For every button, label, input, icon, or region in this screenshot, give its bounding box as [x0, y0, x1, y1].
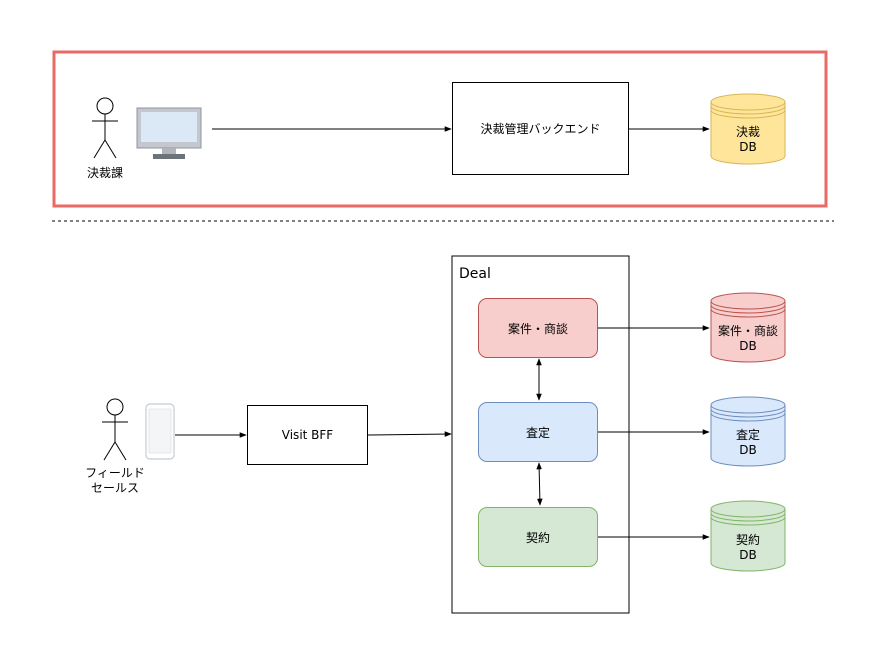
- service-label: 案件・商談: [507, 321, 568, 336]
- monitor-icon: [136, 107, 202, 159]
- db-cylinder-keiyaku: [710, 500, 786, 572]
- db-label-keiyaku: 契約 DB: [710, 533, 786, 563]
- db-cylinder-satei: [710, 396, 786, 467]
- backend-label: 決裁管理バックエンド: [480, 122, 601, 136]
- actor-label-kessai: 決裁課: [86, 166, 123, 180]
- db-cylinder-anken: [710, 292, 786, 363]
- db-label-line: DB: [739, 443, 757, 457]
- db-label-line: 査定: [735, 428, 760, 442]
- service-label: 契約: [525, 530, 550, 545]
- deal-title: Deal: [459, 266, 491, 282]
- visit-bff-node[interactable]: Visit BFF: [247, 405, 368, 465]
- deal-container: [451, 255, 630, 614]
- db-label-line: DB: [739, 339, 757, 353]
- service-keiyaku[interactable]: 契約: [478, 507, 598, 567]
- db-label-line: 決裁: [735, 125, 760, 139]
- service-label: 査定: [525, 425, 550, 440]
- db-label-line: 契約: [735, 533, 760, 547]
- db-label-line: 案件・商談: [717, 324, 778, 338]
- db-label-anken: 案件・商談 DB: [710, 324, 786, 354]
- phone-icon: [145, 403, 175, 460]
- visit-bff-label: Visit BFF: [281, 428, 334, 442]
- service-satei[interactable]: 査定: [478, 402, 598, 462]
- actor-label-field-sales: フィールド セールス: [75, 466, 155, 496]
- actor-label-line: セールス: [90, 481, 139, 495]
- actor-icon: [92, 97, 118, 159]
- actor-icon: [102, 398, 128, 461]
- actor-label-line: フィールド: [85, 466, 145, 480]
- db-label-kessai: 決裁 DB: [710, 125, 786, 155]
- highlight-frame: [52, 50, 828, 208]
- db-label-line: DB: [739, 548, 757, 562]
- db-label-satei: 査定 DB: [710, 428, 786, 458]
- edge-bff-deal: [367, 431, 452, 437]
- backend-node[interactable]: 決裁管理バックエンド: [452, 82, 629, 175]
- service-anken-shodan[interactable]: 案件・商談: [478, 298, 598, 358]
- db-label-line: DB: [739, 140, 757, 154]
- edge-satei-keiyaku: [536, 462, 543, 506]
- db-cylinder-kessai: [710, 93, 786, 165]
